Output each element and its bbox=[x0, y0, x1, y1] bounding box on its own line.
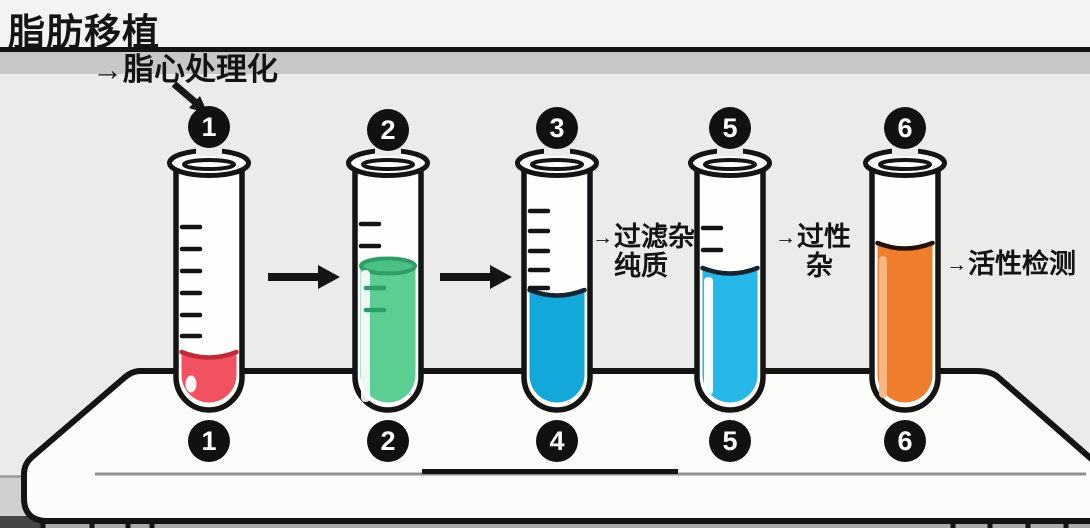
tube-5-top-badge: 6 bbox=[884, 107, 926, 149]
page-title: 脂肪移植 bbox=[8, 12, 160, 53]
shelf-edge-line bbox=[0, 47, 1090, 52]
tube-2-bottom-badge: 2 bbox=[367, 420, 409, 462]
tube-1-rim-inner bbox=[182, 158, 236, 171]
arrow-glyph: → bbox=[946, 253, 967, 276]
tube-4-ticks bbox=[700, 225, 724, 253]
tube-3-liquid bbox=[529, 290, 585, 403]
arrow-glyph: → bbox=[775, 226, 796, 249]
tube-2-liquid bbox=[360, 263, 416, 403]
process-arrow-1 bbox=[268, 265, 340, 289]
annotation-tube-3-line1: 过滤杂 bbox=[614, 222, 695, 252]
annotation-tube-4-line1: 过性 bbox=[797, 222, 851, 252]
tube-1-highlight bbox=[185, 375, 197, 393]
tube-1-glass bbox=[173, 170, 245, 413]
tube-4-liquid bbox=[702, 268, 758, 403]
tube-1-liquid bbox=[181, 352, 237, 403]
arrow-glyph: → bbox=[92, 52, 123, 87]
tube-5-liquid-surface bbox=[875, 240, 935, 251]
wall-upper bbox=[0, 0, 1090, 47]
test-tube-2 bbox=[346, 146, 430, 413]
annotation-tube-3-line2: 纯质 bbox=[614, 251, 668, 281]
tube-4-rim-gap bbox=[717, 146, 743, 156]
tube-4-top-badge: 5 bbox=[709, 107, 751, 149]
tube-1-liquid-surface bbox=[179, 349, 239, 360]
test-tube-1 bbox=[167, 146, 251, 413]
process-arrow-2 bbox=[440, 265, 512, 289]
tube-4-liquid-surface bbox=[700, 265, 760, 276]
tube-4-bottom-badge: 5 bbox=[709, 420, 751, 462]
tube-3-bottom-badge: 4 bbox=[536, 420, 578, 462]
annotation-tube-5-line1: 活性检测 bbox=[968, 249, 1076, 279]
test-tube-4 bbox=[688, 146, 772, 413]
tube-2-highlight bbox=[361, 270, 370, 402]
tube-2-liquid-surface bbox=[359, 256, 417, 276]
tube-4-rim-inner bbox=[703, 158, 757, 171]
tube-2-submerged-ticks bbox=[363, 285, 387, 313]
tube-2-rim-inner bbox=[361, 158, 415, 171]
tube-1-bottom-badge: 1 bbox=[188, 420, 230, 462]
shelf-band bbox=[0, 52, 1090, 74]
tube-2-ticks bbox=[358, 221, 382, 249]
tube-4-highlight bbox=[704, 277, 713, 395]
tube-5-bottom-badge: 6 bbox=[884, 420, 926, 462]
annotation-tube-4: →过性 杂 bbox=[775, 223, 851, 281]
arrow-glyph: → bbox=[592, 226, 613, 249]
tube-5-liquid bbox=[877, 243, 933, 403]
tube-2-top-badge: 2 bbox=[367, 109, 409, 151]
test-tube-5 bbox=[863, 146, 947, 413]
tube-1-rim-gap bbox=[196, 146, 222, 156]
tube-3-top-badge: 3 bbox=[536, 107, 578, 149]
annotation-tube-3: →过滤杂 纯质 bbox=[592, 223, 695, 281]
annotation-processing: →脂心处理化 bbox=[92, 44, 278, 89]
tube-1-ticks bbox=[179, 224, 203, 339]
annotation-tube-5: →活性检测 bbox=[946, 250, 1076, 279]
tube-3-rim-inner bbox=[530, 158, 584, 171]
test-tube-3 bbox=[515, 146, 599, 413]
tube-1-top-badge: 1 bbox=[188, 106, 230, 148]
annotation-tube-4-line2: 杂 bbox=[806, 251, 833, 281]
tube-3-liquid-surface bbox=[527, 287, 587, 298]
tube-5-rim-gap bbox=[892, 146, 918, 156]
annotation-processing-text: 脂心处理化 bbox=[123, 52, 278, 87]
tube-3-rim-gap bbox=[544, 146, 570, 156]
tube-3-ticks bbox=[527, 208, 551, 291]
tube-2-rim-gap bbox=[375, 146, 401, 156]
tube-5-rim-inner bbox=[878, 158, 932, 171]
tube-5-highlight bbox=[879, 256, 887, 398]
